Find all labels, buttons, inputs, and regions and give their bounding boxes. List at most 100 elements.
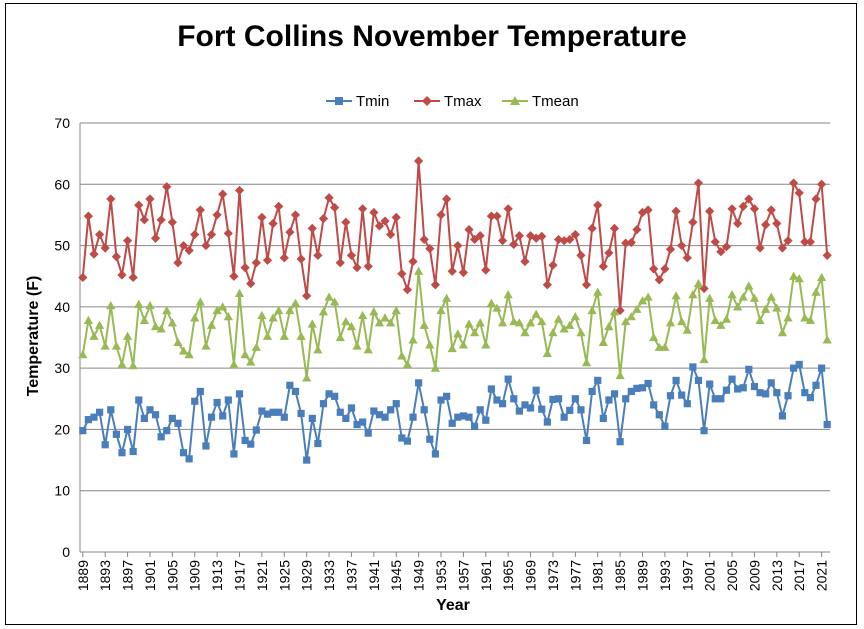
tmin-point bbox=[303, 456, 311, 464]
tmax-point bbox=[593, 200, 603, 210]
tmean-point bbox=[313, 345, 323, 354]
x-tick-label: 1957 bbox=[455, 560, 471, 591]
tmean-point bbox=[514, 318, 524, 327]
x-tick-label: 2017 bbox=[791, 560, 807, 591]
tmean-point bbox=[581, 358, 592, 367]
tmin-point bbox=[454, 413, 462, 421]
series-layer bbox=[78, 156, 832, 464]
tmin-point bbox=[308, 414, 316, 422]
tmin-point bbox=[767, 379, 775, 387]
tmin-point bbox=[700, 427, 708, 435]
legend-label-tmean: Tmean bbox=[532, 93, 579, 110]
tmax-point bbox=[710, 237, 720, 247]
x-tick-label: 1893 bbox=[97, 560, 113, 591]
tmin-point bbox=[415, 379, 423, 387]
tmax-point bbox=[425, 244, 435, 254]
tmin-point bbox=[179, 449, 188, 457]
tmax-point bbox=[380, 216, 390, 226]
tmin-point bbox=[515, 407, 523, 415]
tmin-point bbox=[196, 387, 204, 396]
tmax-point bbox=[139, 215, 149, 225]
tmax-point bbox=[497, 236, 508, 246]
y-tick-label: 30 bbox=[54, 360, 70, 376]
tmax-point bbox=[576, 250, 586, 260]
tmean-point bbox=[688, 290, 698, 299]
tmean-point bbox=[257, 310, 267, 320]
tmin-point bbox=[610, 390, 619, 398]
tmean-point bbox=[637, 296, 648, 305]
tmean-point bbox=[218, 302, 228, 311]
tmax-point bbox=[537, 231, 547, 241]
tmin-point bbox=[588, 387, 596, 396]
tmean-point bbox=[386, 318, 396, 327]
tmin-point bbox=[135, 396, 143, 404]
tmean-point bbox=[442, 293, 452, 302]
tmin-point bbox=[157, 433, 165, 441]
tmax-point bbox=[274, 201, 284, 211]
x-tick-label: 1989 bbox=[635, 560, 651, 591]
tmax-point bbox=[89, 249, 99, 259]
tmin-point bbox=[224, 396, 232, 404]
tmean-point bbox=[330, 297, 340, 306]
y-tick-label: 50 bbox=[54, 238, 70, 254]
tmin-point bbox=[594, 376, 602, 384]
tmin-point bbox=[314, 439, 322, 448]
tmax-point bbox=[453, 240, 463, 251]
tmin-point bbox=[566, 406, 574, 415]
tmax-point bbox=[206, 229, 217, 240]
tmin-point bbox=[605, 396, 613, 404]
tmean-point bbox=[772, 303, 782, 312]
tmin-point bbox=[622, 395, 630, 403]
x-tick-label: 1889 bbox=[75, 560, 91, 591]
tmin-point bbox=[532, 386, 540, 394]
tmean-point bbox=[190, 313, 200, 322]
tmin-point bbox=[778, 412, 787, 420]
tmin-point bbox=[790, 364, 798, 372]
tmin-point bbox=[476, 406, 484, 414]
x-tick-label: 1969 bbox=[523, 560, 539, 591]
tmean-point bbox=[531, 309, 541, 318]
tmean-point bbox=[598, 337, 608, 347]
tmax-point bbox=[525, 231, 536, 241]
tmean-point bbox=[425, 340, 435, 349]
tmean-point bbox=[800, 313, 810, 322]
tmean-point bbox=[318, 307, 329, 316]
tmin-point bbox=[275, 408, 283, 416]
tmax-point bbox=[234, 185, 245, 196]
tmin-point bbox=[717, 395, 725, 403]
x-tick-label: 1973 bbox=[545, 560, 561, 591]
tmin-point bbox=[174, 419, 182, 427]
tmean-point bbox=[553, 314, 564, 323]
tmin-point bbox=[459, 412, 467, 420]
tmin-point bbox=[510, 395, 518, 403]
tmin-point bbox=[470, 422, 479, 430]
tmin-point bbox=[487, 385, 495, 393]
tmean-point bbox=[716, 320, 726, 329]
tmax-point bbox=[542, 280, 552, 290]
tmean-point bbox=[296, 331, 306, 340]
tmax-point bbox=[509, 239, 519, 249]
tmax-point bbox=[800, 237, 810, 247]
tmean-point bbox=[302, 373, 312, 382]
tmax-point bbox=[772, 218, 782, 229]
tmax-point bbox=[514, 231, 524, 241]
tmin-point bbox=[437, 396, 445, 404]
tmean-point bbox=[649, 332, 659, 342]
tmean-point bbox=[162, 305, 172, 315]
tmax-point bbox=[257, 212, 267, 222]
tmean-point bbox=[150, 321, 161, 331]
tmin-point bbox=[258, 407, 266, 415]
x-tick-label: 1945 bbox=[388, 560, 404, 591]
tmax-point bbox=[548, 260, 558, 270]
tmax-point bbox=[727, 204, 737, 214]
tmin-point bbox=[370, 407, 378, 415]
tmin-point bbox=[443, 392, 451, 400]
tmin-point bbox=[728, 375, 736, 383]
x-tick-label: 1897 bbox=[120, 560, 136, 591]
tmax-point bbox=[397, 269, 407, 279]
tmin-point bbox=[722, 386, 731, 394]
tmax-point bbox=[302, 291, 312, 301]
tmin-point bbox=[168, 414, 176, 422]
tmin-point bbox=[627, 387, 635, 396]
tmin-point bbox=[711, 395, 719, 403]
